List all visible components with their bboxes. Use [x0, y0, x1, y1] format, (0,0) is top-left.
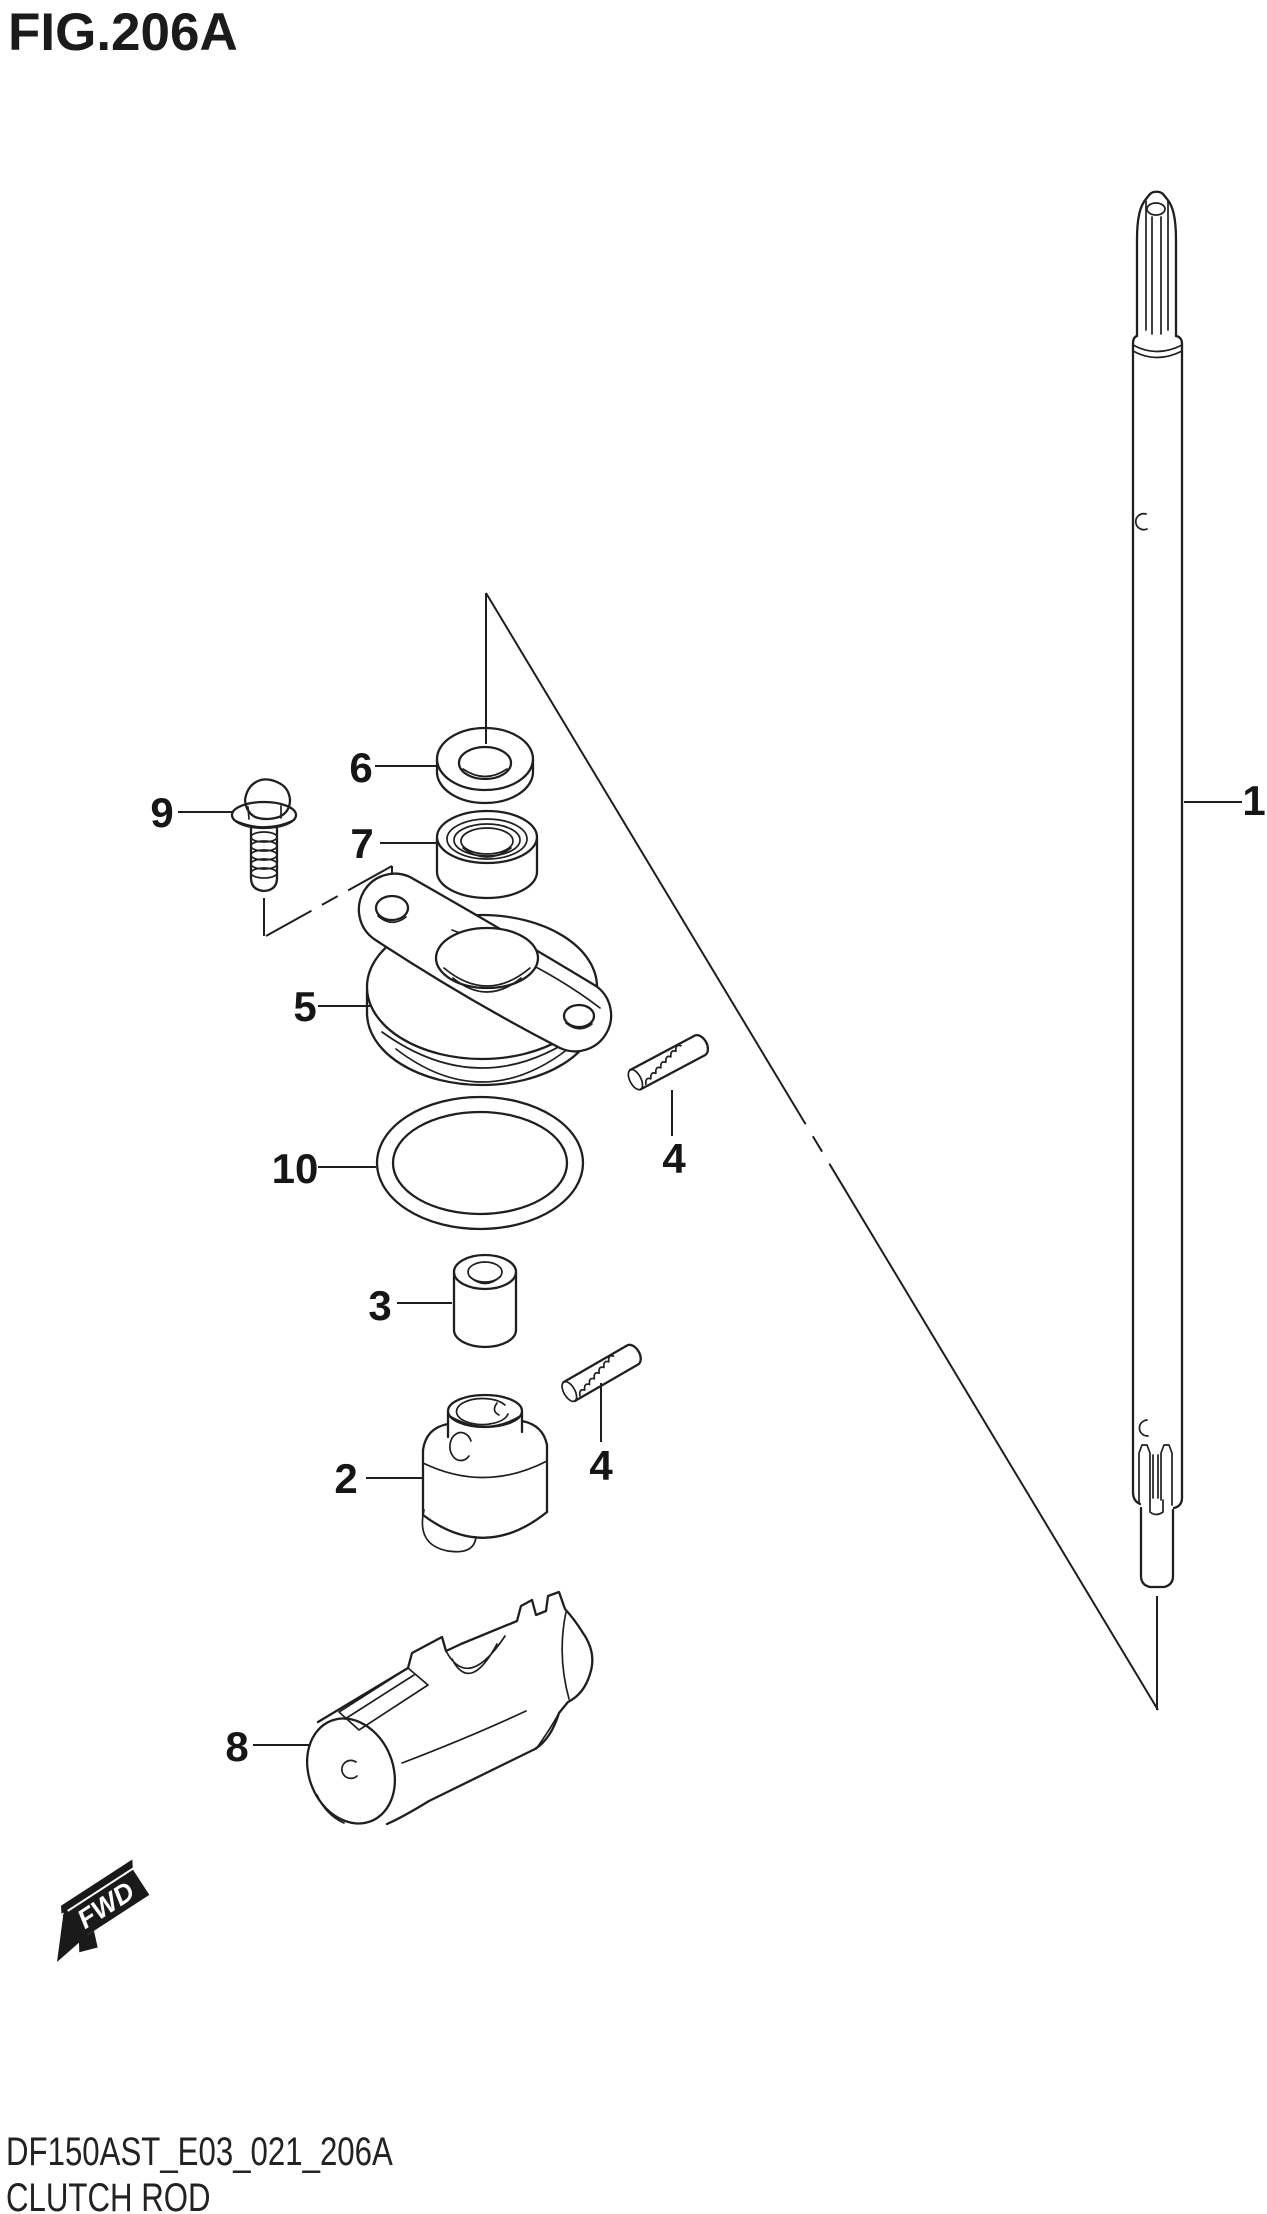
spring-pin-upper: [627, 1034, 710, 1091]
callout-5-label: 5: [293, 983, 316, 1030]
callout-8-label: 8: [225, 1723, 248, 1770]
fwd-banner: [62, 1869, 150, 1941]
bushing: [452, 1253, 518, 1349]
callout-4-upper-label: 4: [662, 1135, 686, 1182]
callout-7-label: 7: [350, 820, 373, 867]
fwd-arrowhead: [57, 1907, 89, 1962]
callout-3-label: 3: [368, 1282, 391, 1329]
bearing: [435, 809, 539, 900]
callout-labels: 1 2 3 4 4 5 6 7 8 9 10: [150, 744, 1265, 1770]
spring-pin-lower: [561, 1343, 642, 1403]
fwd-banner-edge: [61, 1859, 133, 1914]
o-ring: [375, 1095, 585, 1231]
callout-1-label: 1: [1242, 777, 1265, 824]
flange-bolt: [230, 778, 298, 893]
drawing-caption: CLUTCH ROD: [6, 2176, 211, 2214]
clutch-shaft: [421, 1393, 549, 1553]
callout-4-lower-label: 4: [589, 1442, 613, 1489]
clutch-arm: [357, 872, 613, 1087]
figure-title: FIG.206A: [8, 3, 238, 62]
callout-10-label: 10: [272, 1145, 319, 1192]
clutch-rod: [1131, 190, 1184, 1589]
fwd-arrow: FWD: [57, 1859, 150, 1962]
clutch-rod-joint: [305, 1590, 594, 1826]
callout-6-label: 6: [349, 744, 372, 791]
drawing-code: DF150AST_E03_021_206A: [6, 2130, 393, 2174]
leader-lines: [178, 592, 1242, 1746]
callout-2-label: 2: [334, 1455, 357, 1502]
washer: [435, 726, 535, 805]
fwd-banner-tail: [78, 1930, 98, 1953]
callout-9-label: 9: [150, 789, 173, 836]
